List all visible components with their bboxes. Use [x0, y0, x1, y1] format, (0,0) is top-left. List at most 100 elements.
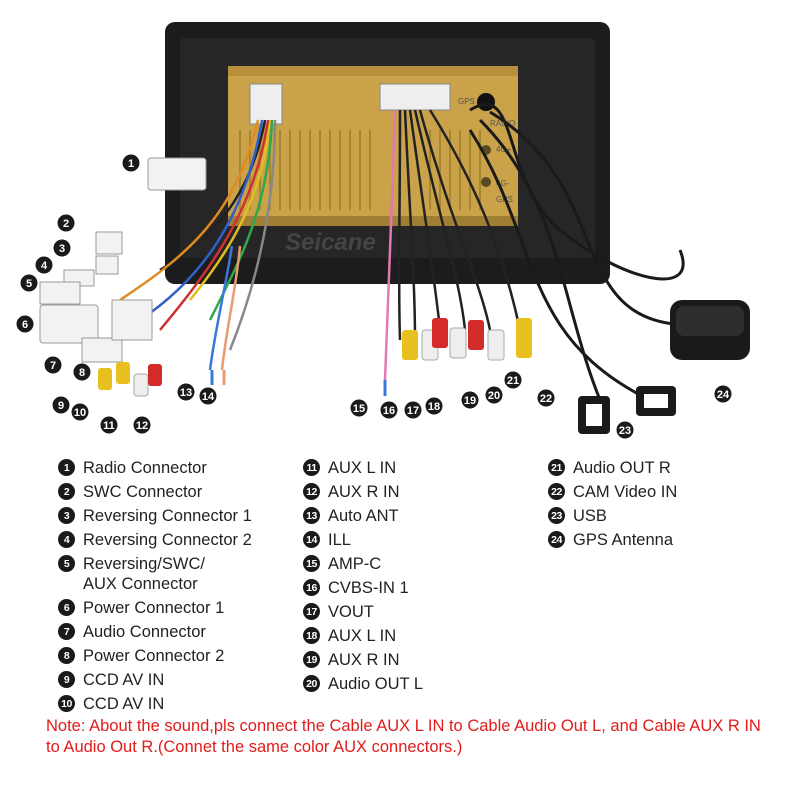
legend-label: AMP-C	[328, 555, 382, 573]
rca-plugs-left	[98, 362, 162, 397]
legend-item: 15 AMP-C	[303, 554, 423, 574]
svg-text:20: 20	[488, 390, 500, 402]
callout-16: 16	[380, 401, 398, 419]
callout-10: 10	[71, 403, 89, 421]
svg-text:7: 7	[50, 360, 56, 372]
legend-label: CCD AV IN	[83, 671, 165, 689]
rear-socket-middle	[379, 83, 451, 111]
legend-label: Auto ANT	[328, 507, 399, 525]
radio-connector	[147, 157, 207, 191]
legend-item: 24 GPS Antenna	[548, 530, 677, 550]
legend-label: USB	[573, 507, 607, 525]
callout-13: 13	[177, 383, 195, 401]
svg-text:1: 1	[128, 158, 134, 170]
left-harness-wires	[119, 119, 277, 371]
legend-number: 15	[303, 555, 320, 572]
legend-number: 9	[58, 671, 75, 688]
callout-24: 24	[714, 385, 732, 403]
legend-number: 11	[303, 459, 320, 476]
audio-connector	[81, 337, 123, 363]
legend-number: 22	[548, 483, 565, 500]
legend-number: 6	[58, 599, 75, 616]
callout-23: 23	[616, 421, 634, 439]
legend-number: 23	[548, 507, 565, 524]
callout-15: 15	[350, 399, 368, 417]
reversing-connector-1	[95, 255, 119, 275]
svg-text:15: 15	[353, 403, 365, 415]
legend-label: Radio Connector	[83, 459, 207, 477]
legend-label: Audio OUT L	[328, 675, 424, 693]
callout-12: 12	[133, 416, 151, 434]
svg-text:12: 12	[136, 420, 148, 432]
callout-19: 19	[461, 391, 479, 409]
callout-7: 7	[44, 356, 62, 374]
svg-text:16: 16	[383, 405, 395, 417]
svg-text:14: 14	[202, 391, 215, 403]
power-connector-2	[111, 299, 153, 341]
legend-number: 1	[58, 459, 75, 476]
callout-1: 1	[122, 154, 140, 172]
svg-text:18: 18	[428, 401, 440, 413]
legend-label: AUX R IN	[328, 651, 400, 669]
legend-number: 14	[303, 531, 320, 548]
svg-text:8: 8	[79, 367, 85, 379]
legend-label: CCD AV IN	[83, 695, 165, 713]
svg-text:6: 6	[22, 319, 28, 331]
legend-item: 20 Audio OUT L	[303, 674, 423, 694]
legend-number: 12	[303, 483, 320, 500]
legend-label: AUX R IN	[328, 483, 400, 501]
wiring-photo: GPS RADIO 4G+ 4G- GPS Seicane	[16, 22, 750, 439]
rca-plugs-middle	[402, 318, 532, 361]
legend-number: 20	[303, 675, 320, 692]
legend-number: 24	[548, 531, 565, 548]
callout-8: 8	[73, 363, 91, 381]
legend-item: 13 Auto ANT	[303, 506, 423, 526]
svg-text:3: 3	[59, 243, 65, 255]
svg-text:19: 19	[464, 395, 476, 407]
swc-connector	[95, 231, 123, 255]
legend-item: 9 CCD AV IN	[58, 670, 252, 690]
svg-text:13: 13	[180, 387, 192, 399]
reversing-swc-aux-connector	[39, 281, 81, 305]
legend-number: 2	[58, 483, 75, 500]
legend-label: Reversing Connector 1	[83, 507, 252, 525]
callouts: 1 2 3 4 5 6 7 8 9 10 11 12 13 14 15 16 1…	[16, 154, 732, 439]
legend-label: VOUT	[328, 603, 374, 621]
legend-number: 13	[303, 507, 320, 524]
svg-text:22: 22	[540, 393, 552, 405]
callout-3: 3	[53, 239, 71, 257]
brand-watermark: Seicane	[285, 229, 376, 256]
svg-text:11: 11	[103, 420, 115, 432]
svg-text:21: 21	[507, 375, 519, 387]
legend-item: 14 ILL	[303, 530, 423, 550]
usb-gps-cables	[468, 103, 701, 401]
legend-label: AUX L IN	[328, 627, 397, 645]
panel-label-radio: RADIO	[490, 119, 515, 128]
legend-number: 10	[58, 695, 75, 712]
legend-label: GPS Antenna	[573, 531, 673, 549]
callout-20: 20	[485, 386, 503, 404]
svg-text:9: 9	[58, 400, 64, 412]
legend-label: ILL	[328, 531, 351, 549]
legend-label: Audio OUT R	[573, 459, 671, 477]
legend-item: 1 Radio Connector	[58, 458, 252, 478]
svg-text:4: 4	[41, 260, 48, 272]
rear-socket-left	[249, 83, 283, 125]
svg-text:23: 23	[619, 425, 631, 437]
svg-text:17: 17	[407, 405, 419, 417]
callout-2: 2	[57, 214, 75, 232]
legend-number: 5	[58, 555, 75, 572]
callout-11: 11	[100, 416, 118, 434]
